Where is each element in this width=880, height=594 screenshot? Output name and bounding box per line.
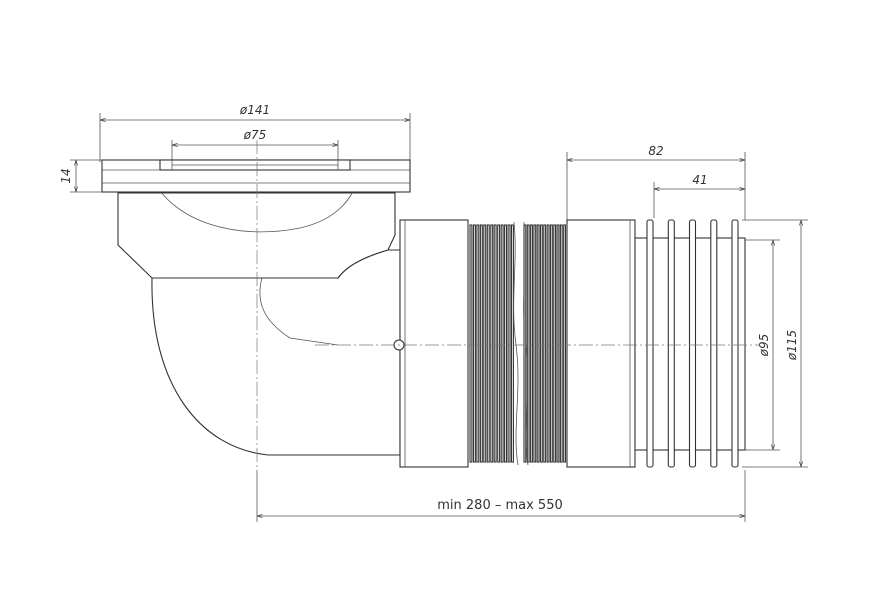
- corrugation-rib: [507, 224, 511, 463]
- dimension-label-inner-outlet: ø75: [243, 128, 267, 142]
- corrugation-rib: [523, 224, 527, 463]
- corrugation-rib: [539, 224, 543, 463]
- corrugation-rib: [536, 224, 540, 463]
- connector-sleeve: [393, 219, 469, 468]
- corrugation-rib: [546, 224, 550, 463]
- cuff-sleeve: [566, 219, 746, 468]
- corrugation-rib: [533, 224, 537, 463]
- corrugation-rib: [504, 224, 508, 463]
- elbow-body: [101, 159, 411, 456]
- dimension-label-cuff-length: 82: [648, 144, 663, 158]
- corrugation-rib: [543, 224, 547, 463]
- corrugation-rib: [530, 224, 533, 463]
- corrugated-section: [469, 224, 514, 463]
- cuff-fin: [688, 219, 697, 468]
- corrugation-rib: [479, 224, 483, 463]
- dimension-label-ribbed-length: 41: [692, 173, 707, 187]
- corrugation-rib: [490, 224, 494, 463]
- corrugation-rib: [510, 224, 514, 463]
- cuff-fin: [731, 219, 739, 468]
- corrugation-rib: [500, 224, 504, 463]
- corrugation-rib: [469, 224, 473, 463]
- center-axes: [256, 140, 760, 470]
- corrugation-rib: [526, 224, 530, 463]
- cuff-fins: [646, 219, 739, 468]
- dimension-lines: [70, 113, 808, 522]
- corrugated-section: [523, 224, 567, 463]
- dimension-label-outer-cuff: ø115: [785, 330, 799, 361]
- corrugation-rib: [493, 224, 497, 463]
- corrugation-rib: [476, 224, 480, 463]
- corrugation-rib: [563, 224, 567, 463]
- corrugation-rib: [483, 224, 487, 463]
- corrugation-rib: [559, 224, 563, 463]
- dimension-label-inner-cuff: ø95: [757, 334, 771, 358]
- corrugation-rib: [553, 224, 557, 463]
- dimension-label-flange-height: 14: [59, 168, 73, 183]
- corrugation-rib: [556, 224, 560, 463]
- corrugation-rib: [486, 224, 490, 463]
- cuff-fin: [646, 219, 654, 468]
- cuff-fin: [710, 219, 718, 468]
- dimension-label-top-flange: ø141: [239, 103, 270, 117]
- corrugation-rib: [549, 224, 553, 463]
- cuff-fin: [667, 219, 675, 468]
- dimension-label-overall-length: min 280 – max 550: [437, 498, 563, 513]
- corrugation-rib: [472, 224, 476, 463]
- corrugation-rib: [497, 224, 501, 463]
